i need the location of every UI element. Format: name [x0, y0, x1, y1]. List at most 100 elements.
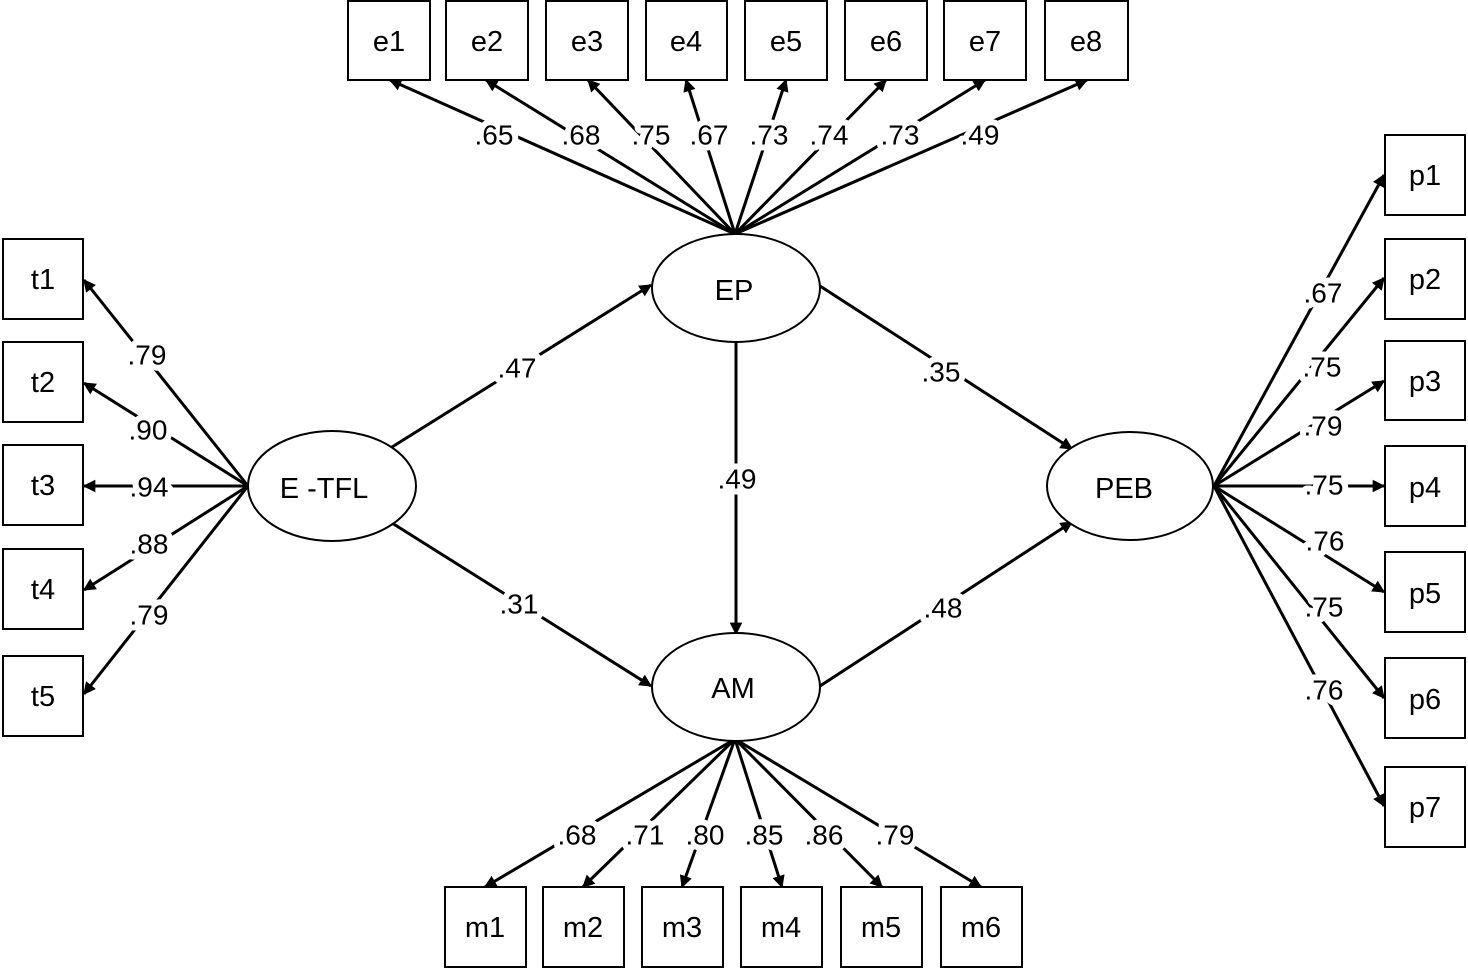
loading-e7: .73 [881, 120, 920, 151]
label-p1: p1 [1409, 160, 1441, 192]
coef-ep-peb: .35 [922, 357, 961, 388]
label-t3: t3 [31, 470, 55, 502]
label-t2: t2 [31, 367, 55, 399]
box-p5 [1384, 551, 1466, 633]
box-p3 [1384, 340, 1466, 421]
latent-am-label: AM [711, 673, 755, 705]
label-m6: m6 [961, 912, 1001, 944]
box-t2 [2, 341, 84, 423]
latent-ep-label: EP [715, 275, 754, 307]
loading-e2: .68 [562, 120, 601, 151]
loading-p6: .75 [1305, 592, 1344, 623]
arrow-etfl-t5 [82, 485, 250, 695]
loading-p5: .76 [1306, 526, 1345, 557]
box-e2 [445, 0, 529, 81]
label-p6: p6 [1409, 684, 1441, 716]
arrow-etfl-t2 [82, 381, 249, 488]
coef-am-peb: .48 [924, 593, 963, 624]
arrow-am-peb [819, 520, 1074, 688]
label-e2: e2 [471, 26, 503, 58]
box-t3 [2, 444, 84, 526]
arrow-etfl-am [391, 521, 653, 688]
arrow-peb-p3 [1213, 379, 1386, 488]
arrow-peb-p6 [1212, 485, 1386, 699]
box-e8 [1044, 0, 1129, 81]
label-t1: t1 [31, 264, 55, 296]
box-m3 [641, 886, 724, 968]
loading-p1: .67 [1304, 278, 1343, 309]
label-e5: e5 [770, 26, 802, 58]
arrow-am-m4 [733, 738, 785, 889]
box-e4 [645, 0, 728, 81]
label-t4: t4 [31, 574, 55, 606]
box-e6 [844, 0, 928, 81]
loading-m3: .80 [686, 820, 725, 851]
box-e3 [545, 0, 629, 81]
box-p1 [1384, 134, 1466, 216]
loading-p7: .76 [1305, 675, 1344, 706]
loading-t4: .88 [130, 529, 169, 560]
label-e7: e7 [969, 26, 1001, 58]
arrow-ep-e6 [733, 78, 888, 236]
latent-am-node [651, 632, 821, 742]
latent-etfl-label: E -TFL [280, 473, 369, 505]
box-m6 [940, 886, 1023, 968]
arrow-am-m5 [733, 737, 884, 889]
label-e4: e4 [670, 26, 702, 58]
label-p3: p3 [1409, 366, 1441, 398]
loading-t5: .79 [130, 600, 169, 631]
label-e6: e6 [870, 26, 902, 58]
box-e1 [347, 0, 431, 81]
structural-arrows [391, 283, 1074, 688]
label-e8: e8 [1070, 26, 1102, 58]
box-m5 [840, 886, 923, 968]
loading-p2: .75 [1303, 352, 1342, 383]
label-m2: m2 [563, 912, 603, 944]
label-e1: e1 [373, 26, 405, 58]
loading-p4: .75 [1305, 470, 1344, 501]
arrow-ep-e5 [733, 78, 789, 235]
latent-peb-label: PEB [1095, 473, 1153, 505]
box-m1 [444, 886, 527, 968]
loading-e5: .73 [750, 120, 789, 151]
arrow-peb-p7 [1212, 485, 1386, 808]
label-m4: m4 [761, 912, 801, 944]
arrow-ep-e7 [734, 78, 987, 236]
box-p2 [1384, 238, 1466, 320]
arrow-ep-e4 [683, 78, 737, 235]
box-p7 [1384, 766, 1466, 848]
arrow-ep-e2 [484, 78, 736, 236]
arrow-ep-e1 [388, 78, 736, 236]
latent-etfl-node [247, 430, 417, 542]
box-p6 [1384, 657, 1466, 739]
arrow-ep-e8 [734, 78, 1089, 236]
loading-t3: .94 [130, 472, 169, 503]
arrow-am-m2 [581, 737, 737, 889]
loading-e6: .74 [810, 120, 849, 151]
box-m4 [740, 886, 823, 968]
box-e7 [943, 0, 1027, 81]
label-t5: t5 [31, 681, 55, 713]
arrow-ep-e3 [586, 78, 737, 236]
arrow-peb-p5 [1213, 484, 1386, 594]
arrow-etfl-t1 [82, 279, 250, 487]
label-p2: p2 [1409, 264, 1441, 296]
loading-e8: .49 [961, 120, 1000, 151]
loading-t1: .79 [128, 340, 167, 371]
loading-m5: .86 [805, 820, 844, 851]
arrow-peb-p2 [1212, 277, 1386, 487]
loading-e4: .67 [690, 120, 729, 151]
arrow-am-m3 [679, 738, 737, 889]
latent-peb-node [1046, 431, 1214, 541]
arrow-etfl-ep [391, 283, 653, 449]
loading-m4: .85 [745, 820, 784, 851]
label-m1: m1 [465, 912, 505, 944]
arrow-ep-peb [819, 284, 1074, 451]
arrow-etfl-t4 [82, 484, 249, 592]
loading-m2: .71 [626, 820, 665, 851]
box-e5 [744, 0, 828, 81]
label-m5: m5 [861, 912, 901, 944]
label-e3: e3 [571, 26, 603, 58]
